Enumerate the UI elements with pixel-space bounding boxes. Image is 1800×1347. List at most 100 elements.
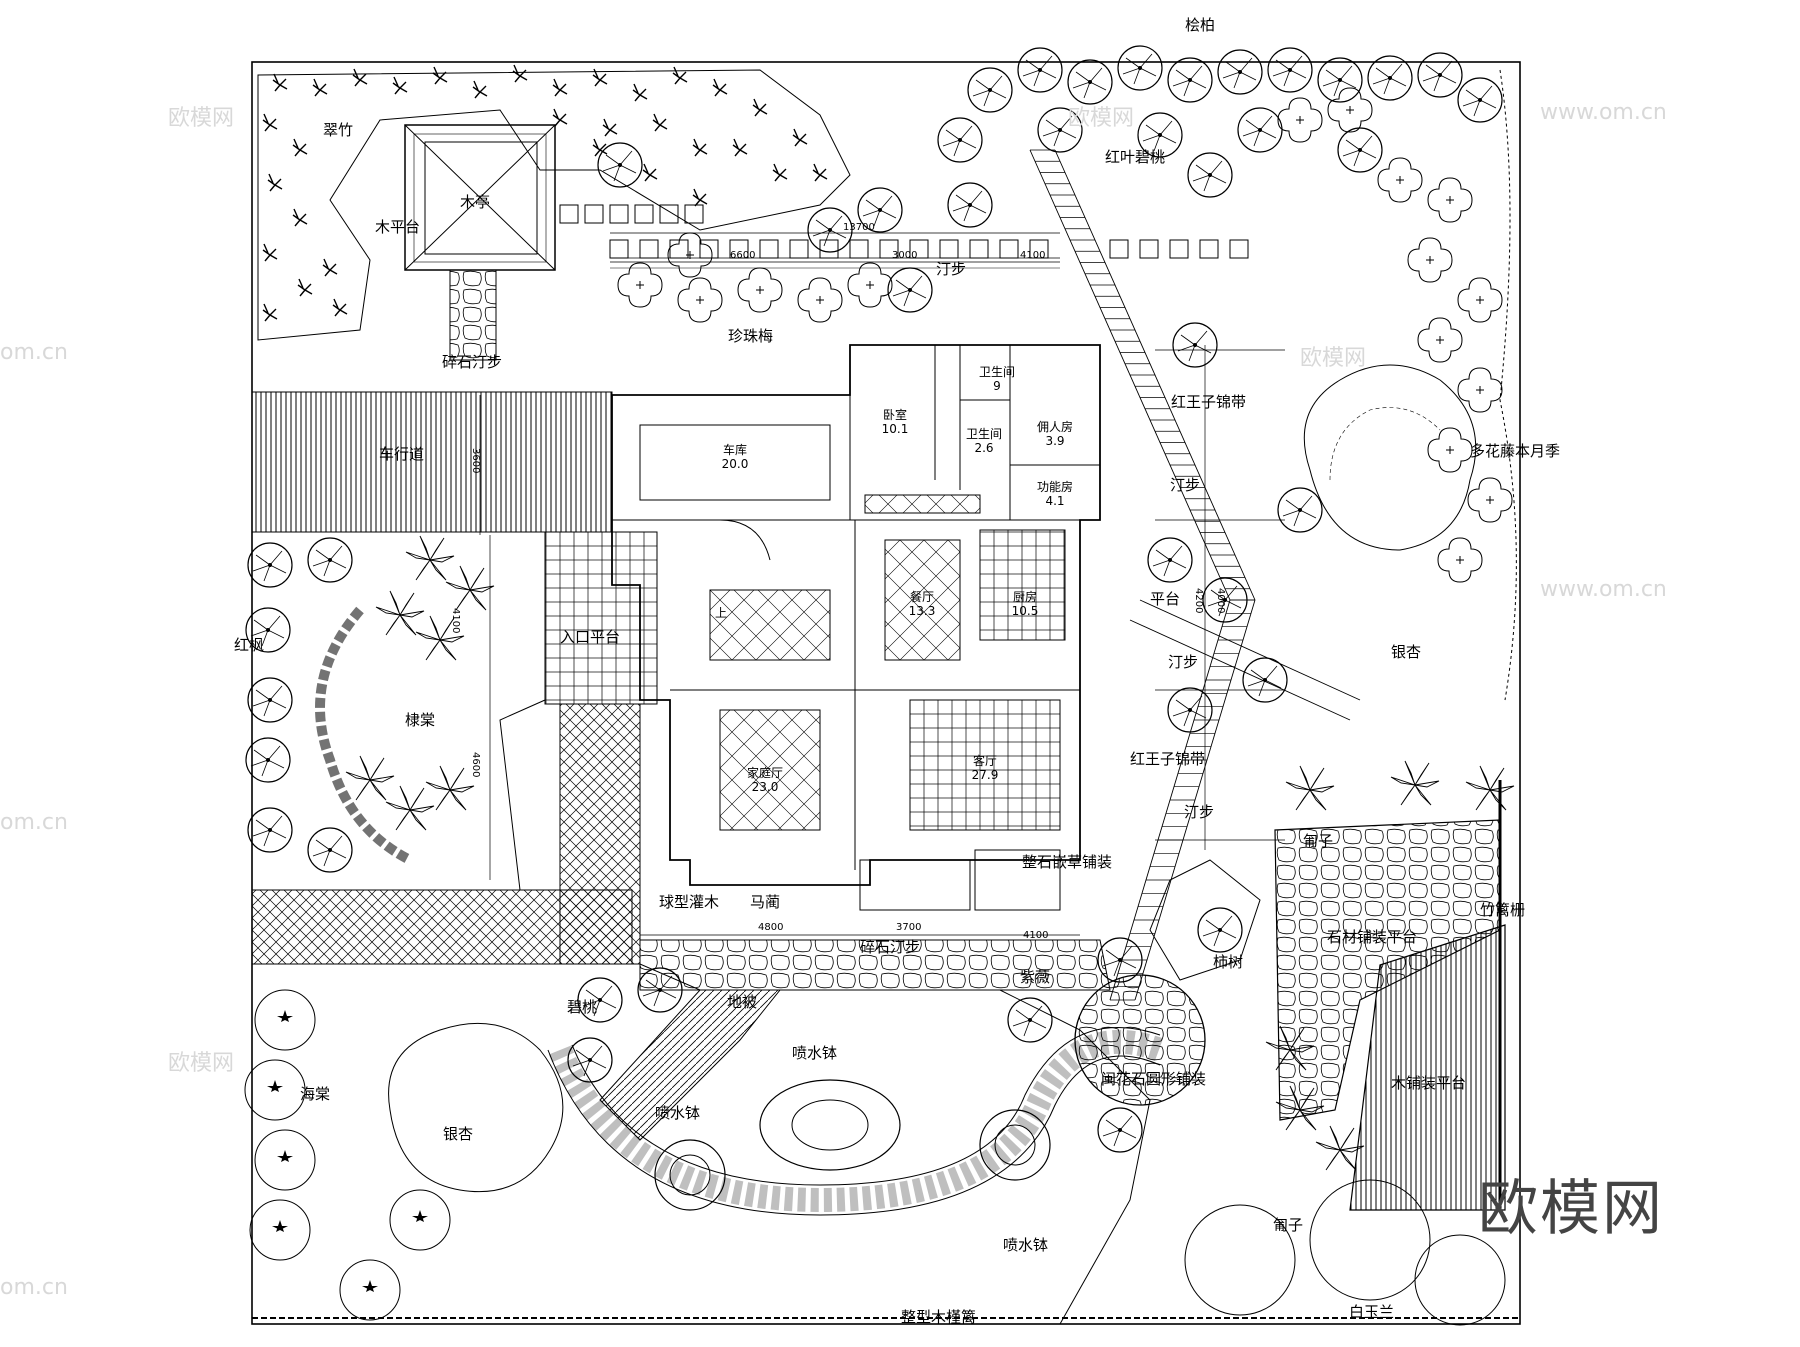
wood-platform [1349, 924, 1506, 1211]
ginkgo-east-label: 银杏 [1391, 643, 1422, 661]
maple-trees [245, 537, 353, 873]
ginkgo-west-label: 银杏 [443, 1125, 474, 1143]
watermark-5: 欧模网 [1300, 346, 1367, 371]
stair-up-label: 上 [715, 606, 728, 620]
room-utility-area: 4.1 [1045, 494, 1065, 509]
climbing-rose-edge [1499, 69, 1517, 701]
room-living-name: 客厅 [972, 754, 997, 768]
entry-platform-label: 入口平台 [560, 628, 621, 646]
iris-label: 马蔺 [750, 893, 781, 911]
cotoneaster-label-1: 匍子 [1303, 832, 1334, 850]
room-dining-area: 13.3 [908, 604, 936, 619]
pearl-plum-label: 珍珠梅 [728, 327, 774, 345]
rose-shrubs-east [1277, 87, 1513, 583]
room-dining: 餐厅 13.3 [897, 590, 947, 619]
room-bedroom-name: 卧室 [882, 408, 907, 422]
flowering-peach-label: 碧桃 [567, 998, 598, 1016]
watermark-9: om.cn [0, 1275, 68, 1300]
dimension-lines [479, 232, 1285, 936]
tree-cluster-northeast [597, 45, 1503, 313]
room-bedroom: 卧室 10.1 [870, 408, 920, 437]
crabapple-label: 海棠 [300, 1085, 331, 1103]
stepping-label-1: 汀步 [936, 260, 967, 278]
room-wc-2-area: 2.6 [974, 441, 994, 456]
round-granite-paving [1074, 974, 1206, 1106]
house-interior [612, 345, 1100, 911]
dim-4200: 4200 [1193, 588, 1204, 614]
ground-cover-label: 地被 [727, 993, 758, 1011]
walk-hatched-south [251, 889, 633, 965]
dim-3600: 3600 [470, 448, 481, 474]
hibiscus-hedge-label: 整型木槿篱 [901, 1308, 977, 1326]
driveway-label: 车行道 [379, 445, 425, 463]
palm-shrubs-west [345, 535, 495, 831]
dim-4600: 4600 [470, 752, 481, 778]
house-footprint [611, 344, 1101, 886]
ball-shrub-label: 球型灌木 [659, 893, 720, 911]
watermark-1: 欧模网 [168, 106, 235, 131]
yulan-trees [1184, 1179, 1506, 1326]
ginkgo-west-canopy [388, 1022, 564, 1193]
cotoneaster-label-2: 匍子 [1273, 1216, 1304, 1234]
watermark-7: om.cn [0, 810, 68, 835]
room-servant: 佣人房 3.9 [1030, 420, 1080, 449]
wood-pavilion [404, 124, 556, 271]
diagonal-path-east [1129, 599, 1361, 721]
stone-platform-label: 石材铺装平台 [1327, 928, 1418, 946]
room-utility: 功能房 4.1 [1030, 480, 1080, 509]
watermark-2: 欧模网 [1068, 106, 1135, 131]
entry-grid-paving [544, 531, 658, 705]
gravel-path-pavilion [449, 269, 497, 361]
ginkgo-east-canopy [1303, 364, 1477, 551]
terrace-label: 平台 [1150, 590, 1181, 608]
persimmon-label: 柿树 [1213, 953, 1244, 971]
dim-4800: 4800 [758, 922, 784, 933]
juniper-label: 桧柏 [1185, 16, 1216, 34]
room-garage-area: 20.0 [721, 457, 749, 472]
driveway-paving [251, 391, 613, 533]
dim-4000: 4000 [1215, 588, 1226, 614]
room-dining-name: 餐厅 [909, 590, 934, 604]
room-wc-1: 卫生间 9 [972, 365, 1022, 394]
fountain-bowl-label-2: 喷水钵 [655, 1104, 701, 1122]
wood-platform-label: 木铺装平台 [1391, 1074, 1467, 1092]
room-family-name: 家庭厅 [746, 766, 783, 780]
room-garage: 车库 20.0 [695, 443, 775, 472]
gravel-path-top-label: 碎石汀步 [442, 353, 503, 371]
bamboo-grove [257, 69, 851, 341]
round-paving-label: 闽花石圆形铺装 [1101, 1070, 1207, 1088]
room-utility-name: 功能房 [1036, 480, 1073, 494]
fountain-bowl-label-3: 喷水钵 [1003, 1236, 1049, 1254]
kerria-label: 棣棠 [405, 711, 436, 729]
red-weigela-label-1: 红王子锦带 [1171, 393, 1247, 411]
brand-logo-text: 欧模网 [1478, 1174, 1664, 1244]
room-wc-1-area: 9 [993, 379, 1001, 394]
dim-3000: 3000 [892, 250, 918, 261]
room-living: 客厅 27.9 [960, 754, 1010, 783]
room-wc-2: 卫生间 2.6 [962, 427, 1006, 456]
fountain-bowl-label-1: 喷水钵 [792, 1044, 838, 1062]
red-weigela-label-2: 红王子锦带 [1130, 750, 1206, 768]
fountain-bowls [654, 1079, 1051, 1211]
room-servant-name: 佣人房 [1036, 420, 1073, 434]
room-wc-1-name: 卫生间 [978, 365, 1015, 379]
climbing-rose-label: 多花藤本月季 [1470, 442, 1561, 460]
west-curved-path [315, 606, 413, 865]
pearl-plum-shrubs [617, 232, 893, 323]
stepping-label-2: 汀步 [1170, 476, 1201, 494]
dim-3700: 3700 [896, 922, 922, 933]
dim-4100-top: 4100 [1020, 250, 1046, 261]
bamboo-clumps [262, 64, 828, 322]
ground-cover-hatch [599, 989, 782, 1141]
bamboo-label: 翠竹 [323, 121, 354, 139]
curved-stepping-path [548, 1029, 1165, 1213]
red-maple-label: 红枫 [234, 636, 265, 654]
pavilion-label: 木亭 [460, 193, 491, 211]
stepping-label-3: 汀步 [1168, 653, 1199, 671]
watermark-3: www.om.cn [1540, 100, 1667, 125]
stone-grass-paving-label: 整石嵌草铺装 [1022, 853, 1113, 871]
dim-4100-bottom: 4100 [1023, 930, 1049, 941]
crape-myrtle-label: 紫薇 [1020, 968, 1051, 986]
room-servant-area: 3.9 [1045, 434, 1065, 449]
room-family-area: 23.0 [751, 780, 779, 795]
